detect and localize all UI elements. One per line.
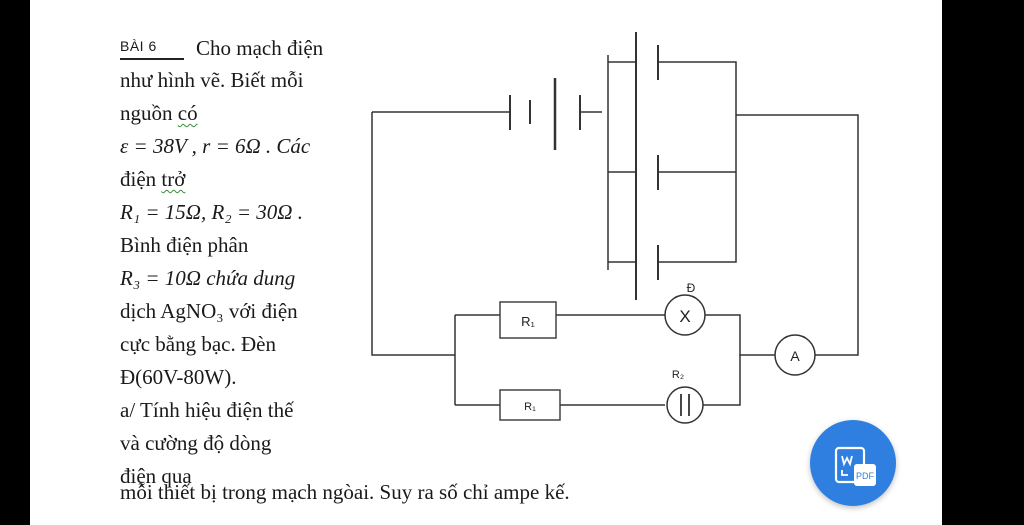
problem-label: BÀI 6	[120, 38, 157, 54]
electrolytic-cell	[666, 386, 704, 424]
problem-line: Bình điện phân	[120, 233, 249, 257]
problem-line: nguồn có	[120, 101, 198, 125]
resistor-label-bottom: R₁	[524, 401, 536, 413]
circuit-wire	[658, 61, 737, 263]
lamp-symbol: X	[679, 307, 690, 326]
problem-line: điện trở	[120, 167, 186, 191]
resistor-bottom	[499, 389, 561, 421]
problem-line: cực bằng bạc. Đèn	[120, 332, 276, 356]
pdf-text: PDF	[856, 471, 875, 481]
circuit-wire	[705, 314, 775, 356]
ammeter-label: A	[790, 348, 800, 364]
problem-line: Đ(60V-80W).	[120, 365, 237, 389]
problem-line: dịch AgNO₃ với điện	[120, 299, 298, 323]
problem-line: điện qua	[120, 464, 192, 488]
lamp-label: Đ	[687, 281, 696, 295]
circuit-wire	[736, 114, 859, 356]
problem-line-r3: R₃ = 10Ω chứa dung	[120, 266, 296, 290]
pdf-convert-button[interactable]: PDF	[810, 420, 896, 506]
ammeter	[774, 334, 816, 376]
pdf-convert-icon: PDF	[834, 446, 876, 486]
document-page: BÀI 6 Cho mạch điện như hình vẽ. Biết mỗ…	[30, 0, 942, 525]
circuit-wire	[703, 355, 741, 406]
circuit-diagram: R₁ R₁ Đ X R₂ A	[371, 32, 859, 424]
problem-line: a/ Tính hiệu điện thế	[120, 398, 294, 422]
electrolytic-label: R₂	[672, 369, 684, 381]
label-underline	[120, 58, 184, 60]
problem-line: Cho mạch điện	[196, 36, 324, 60]
resistor-label-r1: R₁	[521, 314, 535, 329]
problem-text: BÀI 6 Cho mạch điện như hình vẽ. Biết mỗ…	[120, 28, 380, 493]
problem-line: mỗi thiết bị trong mạch ngòai. Suy ra số…	[120, 480, 570, 504]
problem-line-resistors: R₁ = 15Ω, R₂ = 30Ω .	[120, 200, 303, 224]
problem-line: như hình vẽ. Biết mỗi	[120, 68, 304, 92]
circuit-wire	[371, 112, 455, 356]
problem-line: và cường độ dòng	[120, 431, 272, 455]
resistor-r1	[499, 301, 557, 339]
problem-line-emf: ε = 38V , r = 6Ω . Các	[120, 134, 311, 158]
